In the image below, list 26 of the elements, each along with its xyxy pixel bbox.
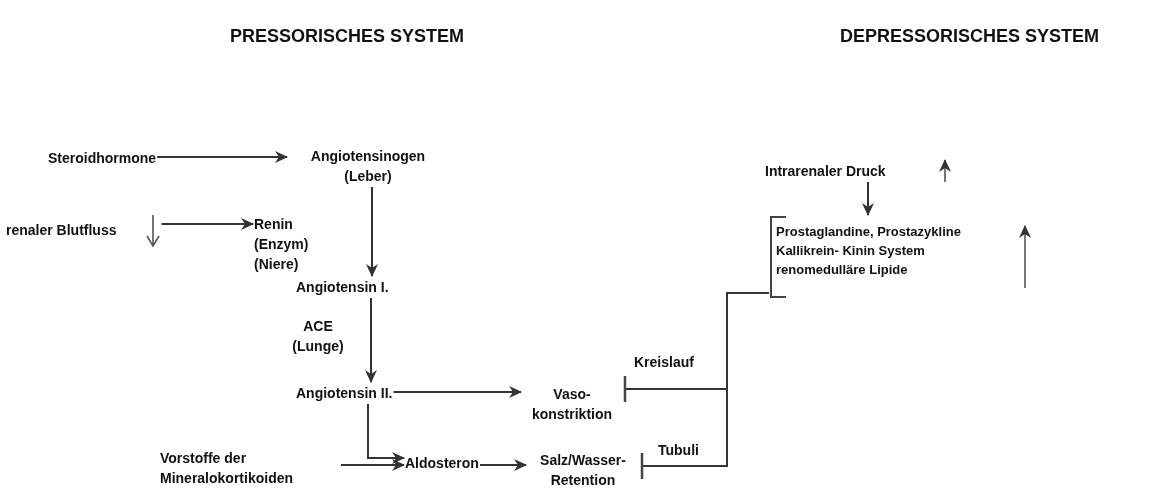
arrow [478,459,527,471]
arrow [392,386,522,398]
node-label: Angiotensin I. [296,277,389,297]
arrow [367,403,405,464]
heading: DEPRESSORISCHES SYSTEM [840,26,1100,47]
arrow [365,297,377,383]
node-label: Intrarenaler Druck [765,161,886,181]
list-item: Kallikrein- Kinin System [776,242,926,260]
list-item: Prostaglandine, Prostazykline [776,223,962,241]
node-label: Angiotensinogen (Leber) [288,146,448,186]
node-label: Renin (Enzym) (Niere) [254,214,324,274]
list-item: renomedulläre Lipide [776,261,909,279]
node-label: Steroidhormone [48,148,157,168]
node-label: Vorstoffe der Mineralokortikoiden [160,448,340,488]
node-label: Salz/Wasser- Retention [527,450,639,489]
arrow [340,459,405,471]
node-label: Aldosteron [405,453,479,473]
arrow [160,218,254,230]
node-label: renaler Blutfluss [6,221,117,238]
node-label: Vaso- konstriktion [522,384,622,424]
arrow [156,151,288,163]
arrow [366,186,378,277]
node-label: Angiotensin II. [296,383,393,403]
arrow [862,181,874,216]
heading: PRESSORISCHES SYSTEM [230,26,465,47]
inhibition-line [640,292,770,481]
